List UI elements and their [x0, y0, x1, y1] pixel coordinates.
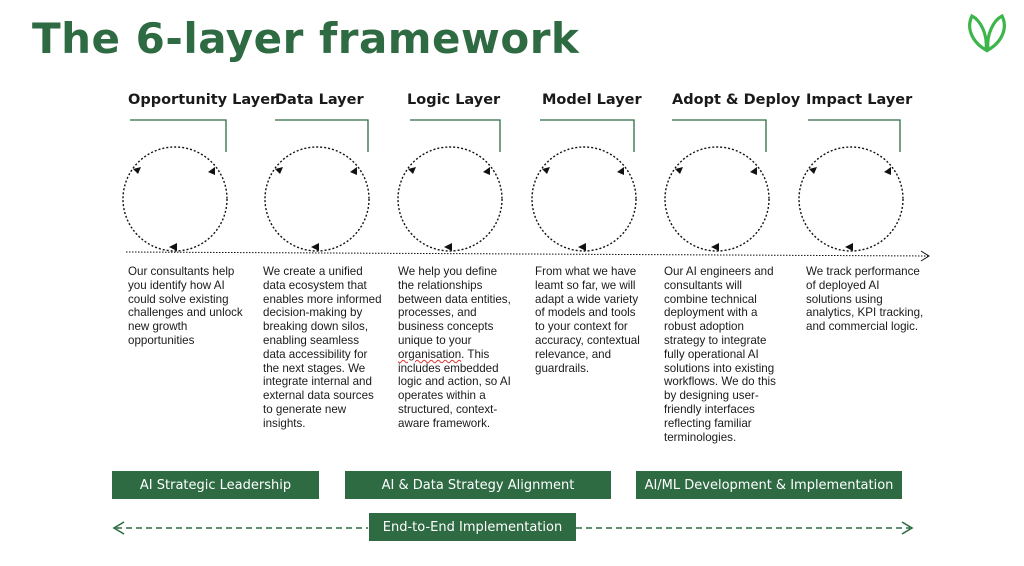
layer-desc-impact: We track performance of deployed AI solu…: [806, 265, 924, 334]
layer-title-opportunity: Opportunity Layer: [128, 92, 278, 108]
layer-desc-logic-part2: . This includes embedded logic and actio…: [398, 347, 511, 430]
layer-title-model: Model Layer: [542, 92, 642, 108]
page-title: The 6-layer framework: [32, 14, 580, 63]
leaf-logo-icon: [968, 13, 1006, 53]
cycle-arrowheads: [133, 167, 891, 251]
band-strategic-leadership: AI Strategic Leadership: [112, 471, 319, 499]
layer-desc-data: We create a unified data ecosystem that …: [263, 265, 382, 430]
spellcheck-word: organisation: [398, 347, 462, 361]
timeline-arrow: [125, 250, 930, 262]
layer-title-logic: Logic Layer: [407, 92, 501, 108]
layer-title-data: Data Layer: [275, 92, 364, 108]
band-ml-development: AI/ML Development & Implementation: [636, 471, 902, 499]
implementation-arrow: [112, 521, 914, 535]
layer-desc-model: From what we have leamt so far, we will …: [535, 265, 640, 375]
layer-desc-logic: We help you define the relationships bet…: [398, 265, 516, 431]
layer-desc-adopt-deploy: Our AI engineers and consultants will co…: [664, 265, 776, 444]
band-data-strategy: AI & Data Strategy Alignment: [345, 471, 611, 499]
layer-desc-opportunity: Our consultants help you identify how AI…: [128, 265, 243, 347]
layer-desc-logic-part1: We help you define the relationships bet…: [398, 265, 511, 347]
layer-title-impact: Impact Layer: [806, 92, 913, 108]
layer-title-adopt-deploy: Adopt & Deploy: [672, 92, 801, 108]
cycle-icons: [122, 146, 904, 252]
band-end-to-end: End-to-End Implementation: [369, 513, 576, 541]
layer-brackets: [130, 119, 901, 152]
